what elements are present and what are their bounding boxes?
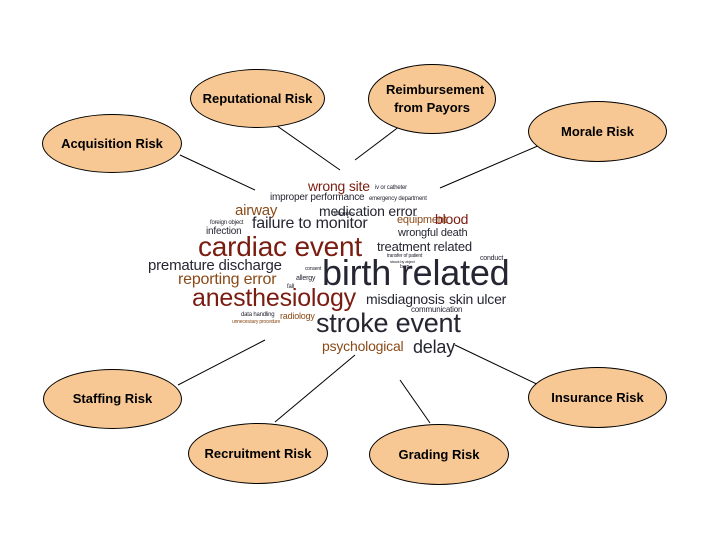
risk-ellipse-acquisition: Acquisition Risk (42, 114, 182, 173)
risk-label: Morale Risk (561, 123, 634, 139)
cloud-word: laboratory (334, 211, 355, 217)
cloud-word: medication error (319, 203, 417, 219)
risk-label: Insurance Risk (551, 389, 644, 405)
cloud-word: communication (411, 305, 463, 314)
risk-ellipse-morale: Morale Risk (528, 101, 667, 162)
cloud-word: transfer of patient (387, 253, 423, 259)
cloud-word: cardiac event (198, 231, 362, 262)
cloud-word: foreign object (210, 220, 244, 226)
risk-label: Reimbursement from Payors (386, 82, 485, 115)
cloud-word: radiology (280, 311, 315, 321)
cloud-word: emergency department (369, 196, 427, 202)
cloud-word: delay (413, 337, 456, 357)
cloud-word: unnecessary procedure (232, 319, 281, 325)
cloud-word: fall (287, 284, 294, 290)
risk-ellipse-recruitment: Recruitment Risk (188, 423, 328, 484)
cloud-word: failure to monitor (252, 215, 368, 232)
cloud-word: infection (206, 226, 242, 237)
risk-label: Acquisition Risk (61, 135, 163, 151)
cloud-word: consent (305, 266, 322, 272)
risk-ellipse-grading: Grading Risk (369, 424, 509, 485)
cloud-word: burn (400, 264, 410, 270)
cloud-word: skin ulcer (449, 291, 507, 307)
cloud-word: data handling (241, 312, 275, 318)
connector-recruitment (274, 354, 356, 423)
cloud-word: wrong site (308, 178, 370, 194)
risk-label: Recruitment Risk (204, 445, 312, 461)
cloud-word: conduct (480, 255, 504, 262)
risk-label: Grading Risk (398, 446, 480, 462)
cloud-word: blood (435, 211, 469, 227)
risk-ellipse-staffing: Staffing Risk (43, 369, 182, 429)
connector-morale (439, 144, 541, 189)
cloud-word: equipment (397, 214, 447, 226)
cloud-word: psychological (322, 338, 404, 354)
connector-reimbursement (354, 125, 401, 161)
cloud-word: struck by object (390, 259, 415, 264)
connector-insurance (454, 344, 546, 389)
connector-grading (399, 379, 431, 424)
cloud-word: anesthesiology (192, 284, 356, 312)
cloud-word: improper performance (270, 192, 365, 203)
risk-ellipse-reimbursement: Reimbursement from Payors (368, 64, 496, 134)
cloud-word: misdiagnosis (366, 291, 445, 307)
cloud-word: wrongful death (398, 227, 468, 239)
cloud-word: airway (235, 202, 278, 219)
connector-staffing (177, 339, 266, 386)
risk-ellipse-reputational: Reputational Risk (190, 69, 325, 128)
cloud-word: iv or catheter (375, 185, 407, 191)
cloud-word: treatment related (377, 239, 472, 254)
cloud-word: allergy (296, 275, 316, 282)
cloud-word: reporting error (178, 271, 277, 288)
risk-ellipse-insurance: Insurance Risk (528, 367, 667, 428)
connector-acquisition (179, 154, 256, 191)
cloud-word: birth related (322, 252, 510, 293)
cloud-word: stroke event (316, 308, 461, 338)
connector-reputational (269, 120, 341, 171)
risk-label: Reputational Risk (202, 90, 313, 106)
risk-label: Staffing Risk (72, 391, 153, 407)
cloud-word: premature discharge (148, 257, 282, 274)
